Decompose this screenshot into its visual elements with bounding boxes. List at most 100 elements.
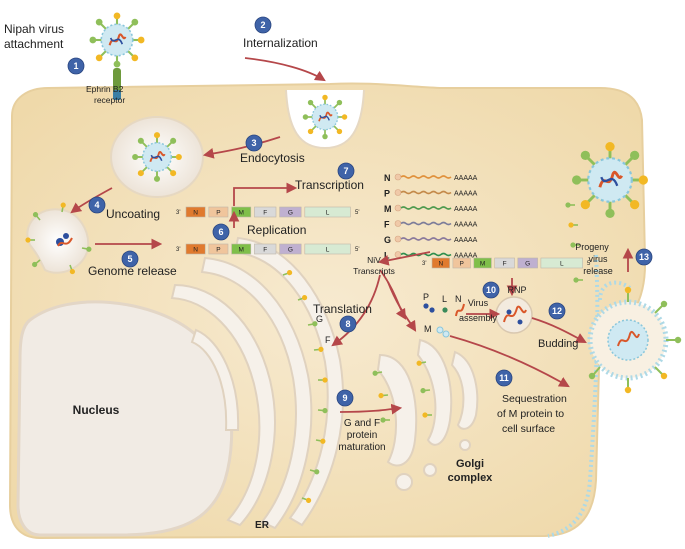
label-progeny-1: Progeny	[575, 242, 609, 252]
label-progeny-3: release	[583, 266, 613, 276]
genome-5prime: 5'	[355, 210, 359, 216]
label-golgi-1: Golgi	[456, 458, 484, 470]
transcript-gene-L: L	[384, 251, 390, 261]
label-m-small: M	[424, 324, 432, 334]
genome-3prime: 3'	[422, 261, 426, 267]
label-sequestration-2: of M protein to	[497, 408, 564, 420]
step-badge-7: 7	[337, 162, 355, 180]
nucleus	[16, 300, 234, 537]
gene-label-L: L	[560, 261, 564, 268]
pathway-arrows	[70, 57, 634, 415]
rnp-complex	[495, 296, 533, 334]
label-internalization: Internalization	[243, 36, 318, 50]
label-gf-3: maturation	[338, 442, 385, 453]
gene-label-M: M	[238, 247, 243, 254]
label-replication: Replication	[247, 223, 306, 237]
uncoating-contents	[24, 201, 93, 276]
label-virus-assembly-2: assembly	[459, 313, 498, 323]
gene-segment-N	[185, 243, 206, 255]
transcript-cap	[394, 173, 402, 181]
gene-label-F: F	[503, 261, 507, 268]
gene-label-N: N	[438, 261, 443, 268]
transcript-strand-M	[400, 206, 452, 210]
gene-label-N: N	[193, 210, 198, 217]
label-nipah-attachment-2: attachment	[4, 37, 64, 51]
label-receptor-2: receptor	[94, 95, 125, 105]
gene-segment-P	[452, 257, 471, 269]
gene-segment-L	[304, 206, 351, 218]
step-number: 10	[486, 285, 496, 295]
gene-segment-G	[279, 243, 302, 255]
label-genome-release: Genome release	[88, 264, 177, 278]
ephrin-b2-receptor	[113, 68, 121, 94]
label-n-small: N	[455, 294, 462, 304]
label-g: G	[316, 314, 323, 324]
label-sequestration-3: cell surface	[502, 423, 555, 435]
transcript-gene-M: M	[384, 204, 392, 214]
gene-label-L: L	[326, 247, 330, 254]
gene-label-F: F	[263, 210, 267, 217]
gene-segment-F	[254, 206, 277, 218]
gene-segment-G	[279, 206, 302, 218]
transcript-gene-F: F	[384, 220, 390, 230]
polya-tail: AAAAA	[454, 222, 478, 229]
gene-segment-N	[431, 257, 450, 269]
label-virus-assembly-1: Virus	[468, 298, 489, 308]
gene-segment-G	[517, 257, 538, 269]
step-number: 13	[639, 252, 649, 262]
label-gf-2: protein	[347, 430, 378, 441]
step-number: 2	[260, 20, 265, 30]
polya-tail: AAAAA	[454, 175, 478, 182]
gene-segment-P	[208, 206, 229, 218]
transcript-cap	[394, 204, 402, 212]
budding-virion	[587, 280, 682, 394]
step-badge-1: 1	[67, 57, 85, 75]
cell-membrane-edge	[547, 254, 600, 538]
gene-label-P: P	[460, 261, 464, 268]
step-number: 1	[73, 61, 78, 71]
label-gf-1: G and F	[344, 418, 380, 429]
label-nipah-attachment-1: Nipah virus	[4, 22, 64, 36]
transcript-strand-P	[400, 190, 452, 195]
label-rnp: RNP	[507, 285, 526, 295]
gene-label-L: L	[326, 210, 330, 217]
step-badge-11: 11	[495, 369, 513, 387]
gene-label-M: M	[480, 261, 485, 268]
label-endocytosis: Endocytosis	[240, 151, 305, 165]
gene-label-G: G	[288, 247, 293, 254]
label-uncoating: Uncoating	[106, 207, 160, 221]
genome-3prime: 3'	[176, 247, 180, 253]
step-badge-5: 5	[121, 250, 139, 268]
progeny-virion	[570, 140, 650, 220]
transcript-cap	[394, 251, 402, 258]
label-er: ER	[255, 520, 270, 531]
transcript-gene-P: P	[384, 189, 390, 199]
polya-tail: AAAAA	[454, 237, 478, 244]
step-badge-3: 3	[245, 134, 263, 152]
step-number: 12	[552, 306, 562, 316]
step-number: 3	[251, 138, 256, 148]
gene-segment-F	[494, 257, 515, 269]
transcript-cap	[394, 235, 402, 243]
label-budding: Budding	[538, 338, 578, 350]
label-receptor-1: Ephrin B2	[86, 84, 124, 94]
label-translation: Translation	[313, 302, 372, 316]
gene-segment-M	[473, 257, 492, 269]
step-badge-6: 6	[212, 223, 230, 241]
gene-segment-M	[231, 243, 252, 255]
step-badge-2: 2	[254, 16, 272, 34]
gene-label-P: P	[216, 210, 220, 217]
transcript-gene-G: G	[384, 235, 391, 245]
gene-label-P: P	[216, 247, 220, 254]
endocytosed-virion	[131, 131, 183, 183]
label-golgi-2: complex	[448, 472, 494, 484]
gene-label-N: N	[193, 247, 198, 254]
label-progeny-2: virus	[588, 254, 608, 264]
step-number: 11	[499, 373, 509, 383]
gene-segment-L	[540, 257, 584, 269]
step-badge-12: 12	[548, 302, 566, 320]
polya-tail: AAAAA	[454, 206, 478, 213]
